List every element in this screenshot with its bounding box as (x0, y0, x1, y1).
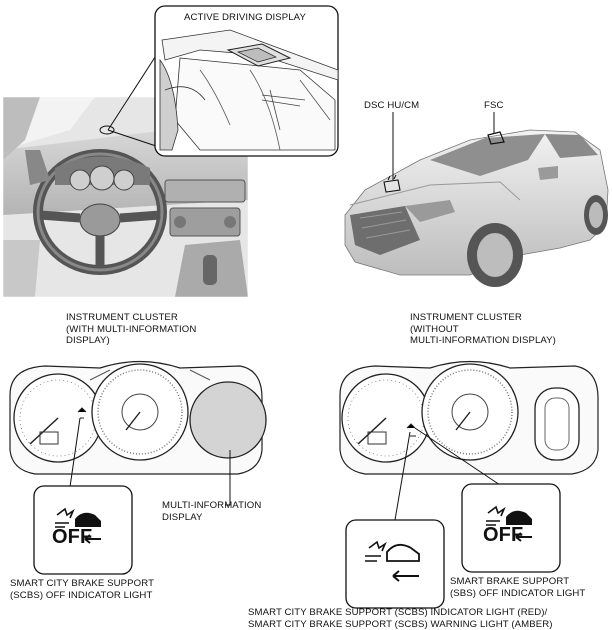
vehicle-exterior-drawing (344, 129, 609, 287)
label-active-driving-display: ACTIVE DRIVING DISPLAY (184, 12, 306, 23)
label-scbs-indicator-warning: SMART CITY BRAKE SUPPORT (SCBS) INDICATO… (248, 607, 553, 630)
sbs-off-leader-line (414, 427, 501, 486)
sbs-off-icon (486, 505, 532, 542)
active-driving-display-zoom-box (154, 5, 339, 157)
label-cluster-without-mid: INSTRUMENT CLUSTER (WITHOUT MULTI-INFORM… (410, 312, 556, 346)
mid-leader-line (225, 450, 231, 506)
instrument-cluster-with-mid (9, 360, 267, 475)
label-fsc: FSC (484, 100, 504, 111)
sbs-off-icon-box (461, 483, 561, 573)
instrument-cluster-without-mid (339, 360, 599, 475)
scbs-indicator-leader-line (394, 431, 411, 521)
label-scbs-off-indicator: SMART CITY BRAKE SUPPORT (SCBS) OFF INDI… (10, 578, 155, 601)
scbs-off-leader-line (69, 417, 81, 488)
scbs-off-icon-box (33, 485, 133, 575)
label-sbs-off-indicator: SMART BRAKE SUPPORT (SBS) OFF INDICATOR … (450, 576, 586, 599)
scbs-off-text: OFF (52, 526, 93, 548)
label-dsc-hu-cm: DSC HU/CM (364, 100, 420, 111)
label-multi-information-display: MULTI-INFORMATION DISPLAY (162, 500, 262, 523)
scbs-indicator-icon-box (345, 519, 445, 609)
sbs-off-text: OFF (483, 524, 524, 546)
scbs-indicator-icon (365, 540, 420, 582)
scbs-off-icon (55, 507, 101, 544)
label-cluster-with-mid: INSTRUMENT CLUSTER (WITH MULTI-INFORMATI… (66, 312, 197, 346)
